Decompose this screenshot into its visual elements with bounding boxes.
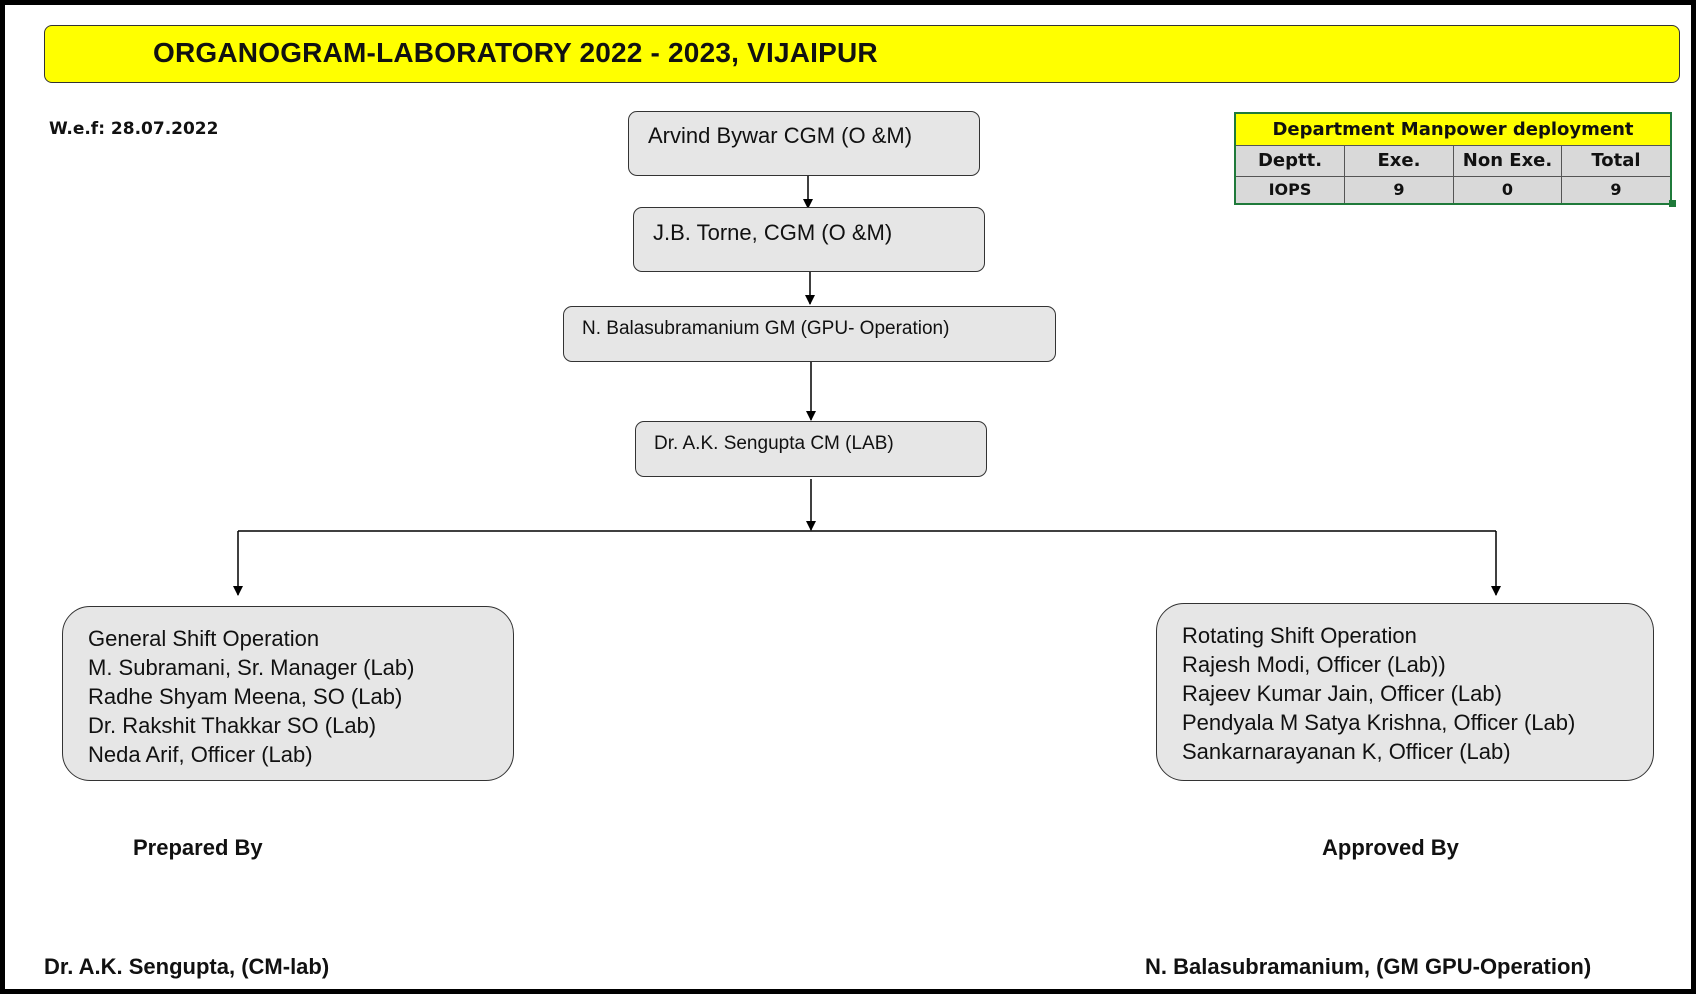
node-ak-sengupta: Dr. A.K. Sengupta CM (LAB) [635, 421, 987, 477]
member-item: Neda Arif, Officer (Lab) [88, 742, 313, 767]
selection-handle[interactable] [1669, 200, 1676, 207]
member-item: Rajeev Kumar Jain, Officer (Lab) [1182, 681, 1502, 706]
node-label: Dr. A.K. Sengupta CM (LAB) [654, 433, 894, 454]
node-label: N. Balasubramanium GM (GPU- Operation) [582, 318, 950, 339]
approved-by-label: Approved By [1322, 835, 1459, 860]
member-item: Pendyala M Satya Krishna, Officer (Lab) [1182, 710, 1576, 735]
member-item: Sankarnarayanan K, Officer (Lab) [1182, 739, 1511, 764]
title-banner: ORGANOGRAM-LABORATORY 2022 - 2023, VIJAI… [44, 25, 1680, 83]
table-cell: 9 [1345, 176, 1454, 203]
column-header: Exe. [1345, 145, 1454, 176]
page-title: ORGANOGRAM-LABORATORY 2022 - 2023, VIJAI… [153, 37, 878, 68]
column-header: Non Exe. [1454, 145, 1562, 176]
node-label: Arvind Bywar CGM (O &M) [648, 123, 913, 148]
column-header: Deptt. [1236, 145, 1345, 176]
manpower-header-row: Deptt. Exe. Non Exe. Total [1236, 145, 1670, 176]
node-jb-torne: J.B. Torne, CGM (O &M) [633, 207, 985, 272]
column-header: Total [1562, 145, 1670, 176]
group-rotating-shift: Rotating Shift Operation Rajesh Modi, Of… [1156, 603, 1654, 781]
manpower-table[interactable]: Department Manpower deployment Deptt. Ex… [1234, 112, 1672, 205]
group-general-shift: General Shift Operation M. Subramani, Sr… [62, 606, 514, 781]
effective-date: W.e.f: 28.07.2022 [49, 119, 219, 139]
approved-by-name: N. Balasubramanium, (GM GPU-Operation) [1145, 954, 1592, 979]
group-heading: Rotating Shift Operation [1182, 623, 1417, 648]
member-item: Radhe Shyam Meena, SO (Lab) [88, 684, 403, 709]
member-item: M. Subramani, Sr. Manager (Lab) [88, 655, 415, 680]
member-item: Rajesh Modi, Officer (Lab)) [1182, 652, 1446, 677]
manpower-table-title: Department Manpower deployment [1236, 114, 1670, 145]
node-arvind-bywar: Arvind Bywar CGM (O &M) [628, 111, 980, 176]
table-row: IOPS 9 0 9 [1236, 176, 1670, 203]
prepared-by-name: Dr. A.K. Sengupta, (CM-lab) [44, 954, 330, 979]
member-item: Dr. Rakshit Thakkar SO (Lab) [88, 713, 377, 738]
prepared-by-label: Prepared By [133, 835, 263, 860]
group-heading: General Shift Operation [88, 626, 320, 651]
node-n-balasubramanium: N. Balasubramanium GM (GPU- Operation) [563, 306, 1056, 362]
node-label: J.B. Torne, CGM (O &M) [653, 220, 893, 245]
table-cell: IOPS [1236, 176, 1345, 203]
table-cell: 0 [1454, 176, 1562, 203]
connector-lines [233, 176, 1501, 596]
table-cell: 9 [1562, 176, 1670, 203]
